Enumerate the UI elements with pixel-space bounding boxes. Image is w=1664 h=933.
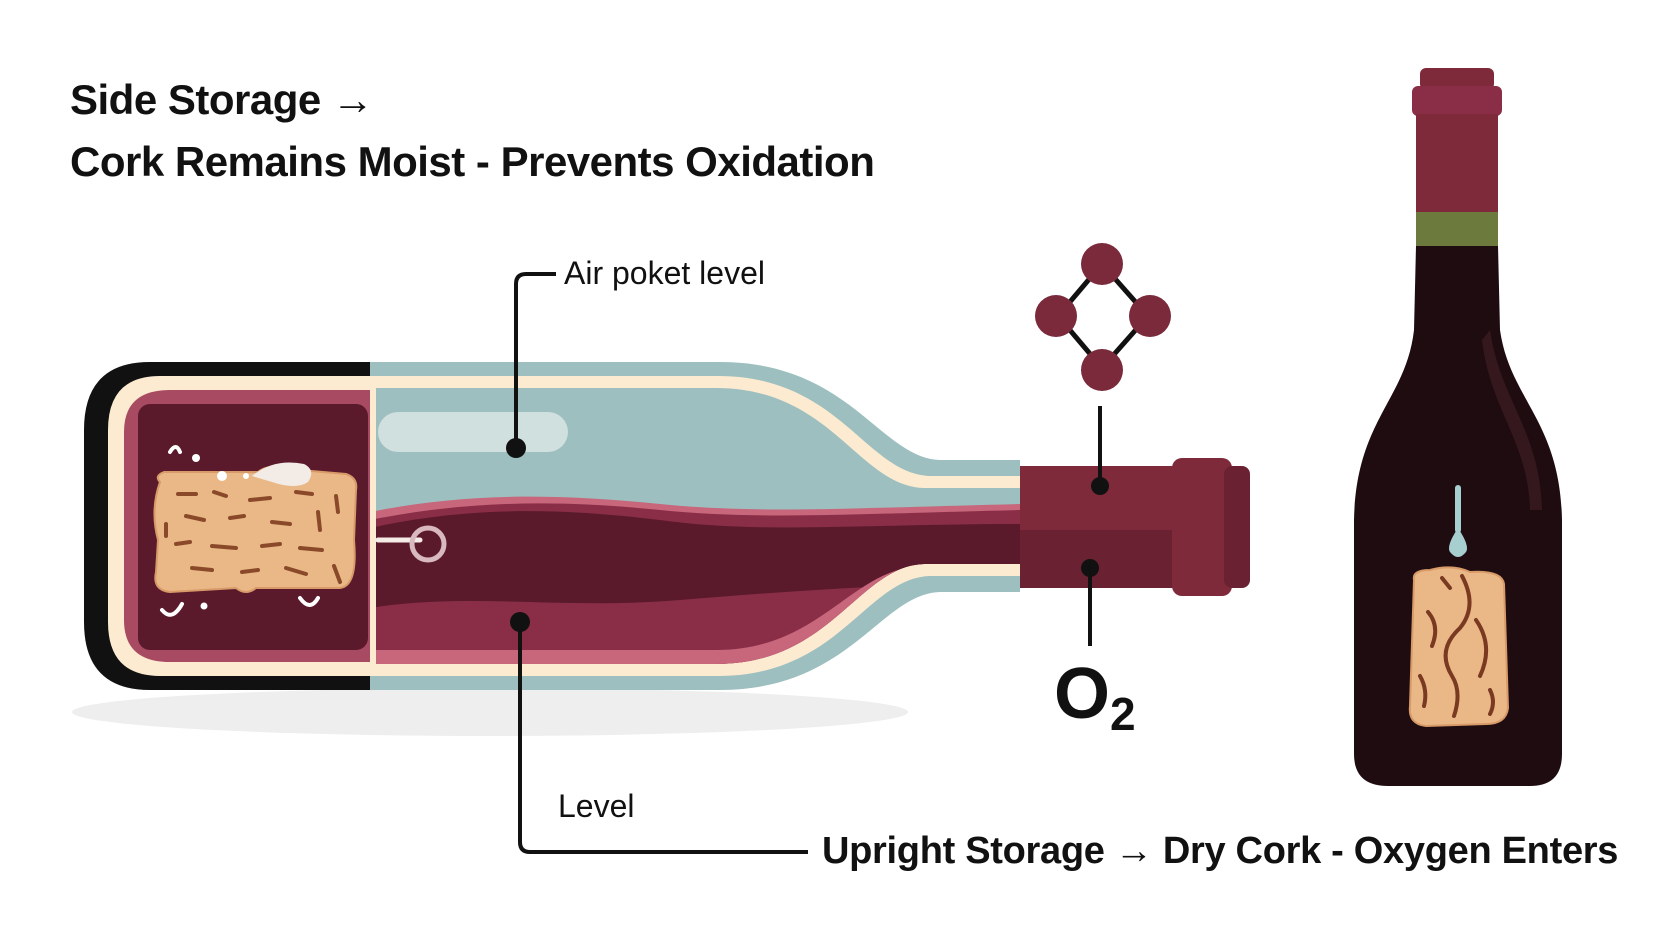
oxygen-label: O2 (1054, 658, 1136, 737)
oxygen-symbol: O (1054, 654, 1111, 734)
title-line-2: Cork Remains Moist - Prevents Oxidation (70, 138, 875, 185)
title-line-1: Side Storage → (70, 76, 374, 123)
dry-cork (1408, 566, 1510, 728)
horizontal-bottle (84, 362, 1250, 690)
neck-capsule-shade (1020, 530, 1180, 588)
upright-capsule-cap (1412, 86, 1502, 116)
air-pocket-dot (506, 438, 526, 458)
bottle-shadow (72, 688, 908, 736)
air-pocket-leader (514, 272, 556, 446)
upright-capsule-top (1420, 68, 1494, 90)
oxygen-pointers (1088, 406, 1102, 646)
cork-moisture (252, 462, 312, 486)
oxygen-entry-dot-bottom (1081, 559, 1099, 577)
moist-cork (153, 465, 358, 594)
bubbles (160, 445, 320, 617)
air-pocket-label: Air poket level (564, 255, 765, 291)
water-drop-icon (1449, 485, 1467, 557)
capsule-lip (1172, 458, 1232, 596)
upright-bottle (1354, 68, 1562, 786)
upright-glass-shine (1482, 330, 1542, 510)
hook-icon (375, 525, 447, 563)
droplets (192, 454, 249, 610)
upright-capsule-body (1416, 114, 1498, 214)
wine-dark-layer (370, 511, 1020, 608)
upright-storage-label: Upright Storage → Dry Cork - Oxygen Ente… (822, 830, 1619, 872)
level-label: Level (558, 788, 635, 824)
capsule-top (1224, 466, 1250, 588)
upright-band (1416, 212, 1498, 246)
oxygen-entry-dot-top (1091, 477, 1109, 495)
oxygen-molecule-icon (1035, 243, 1171, 391)
level-dot (510, 612, 530, 632)
level-leader (518, 622, 808, 854)
cork-texture (164, 490, 342, 584)
cutaway-divider (370, 390, 376, 662)
dry-cork-cracks (1418, 574, 1495, 718)
air-pocket-highlight (378, 412, 568, 452)
oxygen-subscript: 2 (1110, 688, 1136, 740)
